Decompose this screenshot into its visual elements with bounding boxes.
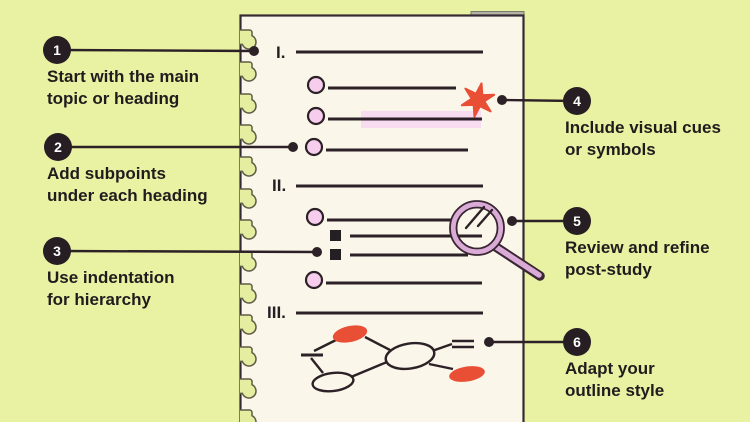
roman-numeral-3: III. xyxy=(267,303,286,322)
callout-connectors xyxy=(59,46,578,347)
connector-1 xyxy=(59,46,259,56)
bullet-circle xyxy=(306,75,326,95)
bullet-circle xyxy=(306,106,326,126)
outline-section-2: II. xyxy=(272,176,483,290)
callout-5-label: Review and refine post-study xyxy=(565,238,710,280)
callout-1-number: 1 xyxy=(43,36,71,64)
mindmap-node-red xyxy=(332,325,368,343)
callout-2-label: Add subpoints under each heading xyxy=(47,164,208,206)
outline-section-1: I. xyxy=(276,43,483,157)
roman-numeral-1: I. xyxy=(276,43,285,62)
roman-numeral-2: II. xyxy=(272,176,286,195)
bullet-circle xyxy=(304,137,324,157)
outline-section-3: III. xyxy=(267,303,483,322)
magnifier-icon xyxy=(449,200,545,281)
check-slash xyxy=(476,208,494,228)
bullet-square xyxy=(330,249,341,260)
connector-2 xyxy=(60,142,298,152)
star-icon xyxy=(460,82,496,118)
callout-1-label: Start with the main topic or heading xyxy=(47,67,200,109)
connector-3 xyxy=(59,247,322,257)
callout-5-number: 5 xyxy=(563,207,591,235)
callout-3-label: Use indentation for hierarchy xyxy=(47,268,175,310)
callout-4-number: 4 xyxy=(563,87,591,115)
bullet-square xyxy=(330,230,341,241)
callout-6-number: 6 xyxy=(563,328,591,356)
callout-3-number: 3 xyxy=(43,237,71,265)
connector-6 xyxy=(484,337,577,347)
mindmap-node-outline xyxy=(311,371,355,393)
callout-6-label: Adapt your outline style xyxy=(565,359,665,401)
mindmap-node-red xyxy=(449,366,485,382)
check-slash xyxy=(464,205,486,230)
bullet-circle xyxy=(305,207,325,227)
bullet-circle xyxy=(304,270,324,290)
mindmap-node-outline xyxy=(384,341,436,371)
mind-map-icon xyxy=(301,325,485,393)
callout-4-label: Include visual cues or symbols xyxy=(565,118,721,160)
callout-2-number: 2 xyxy=(44,133,72,161)
